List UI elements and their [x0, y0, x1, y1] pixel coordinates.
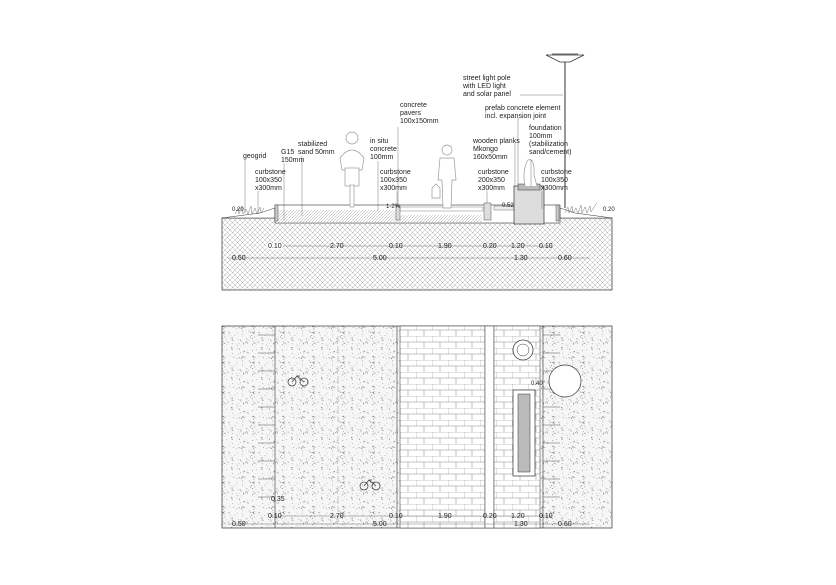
light-pole-icon: [516, 343, 530, 357]
svg-text:0.35: 0.35: [271, 496, 285, 503]
svg-text:0.10: 0.10: [389, 513, 403, 520]
grass-left: [234, 205, 265, 215]
cyclist-figure: [339, 131, 365, 208]
svg-text:1.20: 1.20: [511, 513, 525, 520]
curbstone-left: [274, 204, 279, 222]
curbstone-200: [483, 202, 492, 221]
svg-text:5.00: 5.00: [373, 255, 387, 262]
svg-text:0.52: 0.52: [502, 203, 514, 209]
svg-text:0.20: 0.20: [483, 513, 497, 520]
svg-text:1.90: 1.90: [438, 243, 452, 250]
svg-text:5.00: 5.00: [373, 521, 387, 528]
svg-text:1-2%: 1-2%: [386, 204, 401, 210]
svg-text:1.30: 1.30: [514, 255, 528, 262]
pedestrian-figure: [431, 144, 457, 209]
foundation-block: [513, 185, 545, 225]
section-dimensions: 0.10 2.70 0.10 1.90 0.20 1.20 0.10 0.50 …: [228, 242, 590, 262]
concrete-pavers-area: [399, 325, 486, 529]
g15-layer: [277, 215, 482, 222]
svg-text:0.10: 0.10: [539, 243, 553, 250]
svg-text:0.50: 0.50: [232, 521, 246, 528]
svg-text:1.30: 1.30: [514, 521, 528, 528]
curbstone-right: [555, 204, 560, 222]
edge-ticks: [258, 334, 560, 498]
svg-text:0.10: 0.10: [389, 243, 403, 250]
curbstone-strip: [484, 325, 495, 529]
bicycle-icon: [287, 375, 309, 387]
street-light-pole: [545, 53, 585, 208]
svg-text:0.10: 0.10: [539, 513, 553, 520]
paver-layer: [399, 206, 484, 212]
led-lamp-icon: [545, 54, 585, 63]
bicycle-icon: [359, 479, 381, 491]
svg-text:2.70: 2.70: [330, 243, 344, 250]
svg-text:0.10: 0.10: [268, 513, 282, 520]
plan-view: 0.40 0.35 0.10 2.70 0.10 1.90 0.20 1.20 …: [221, 325, 613, 529]
tree-pit: [548, 364, 582, 398]
seated-person-figure: [523, 159, 538, 187]
grass-right: [564, 202, 598, 214]
svg-text:0.20: 0.20: [232, 207, 244, 213]
svg-text:0.10: 0.10: [268, 243, 282, 250]
subsoil: [221, 217, 613, 291]
leader-lines: [244, 94, 563, 220]
svg-text:2.70: 2.70: [330, 513, 344, 520]
svg-text:geogrid: geogrid: [243, 153, 266, 160]
svg-text:0.20: 0.20: [603, 207, 615, 213]
svg-text:0.50: 0.50: [232, 255, 246, 262]
circle-dimension: 0.40: [531, 381, 543, 387]
wooden-bench: [517, 393, 531, 473]
svg-text:0.60: 0.60: [558, 521, 572, 528]
svg-text:1.20: 1.20: [511, 243, 525, 250]
in-situ-concrete-layer: [277, 210, 397, 215]
svg-text:1.90: 1.90: [438, 513, 452, 520]
svg-text:0.60: 0.60: [558, 255, 572, 262]
plan-dimensions: 0.35 0.10 2.70 0.10 1.90 0.20 1.20 0.10 …: [228, 496, 590, 528]
svg-text:0.20: 0.20: [483, 243, 497, 250]
